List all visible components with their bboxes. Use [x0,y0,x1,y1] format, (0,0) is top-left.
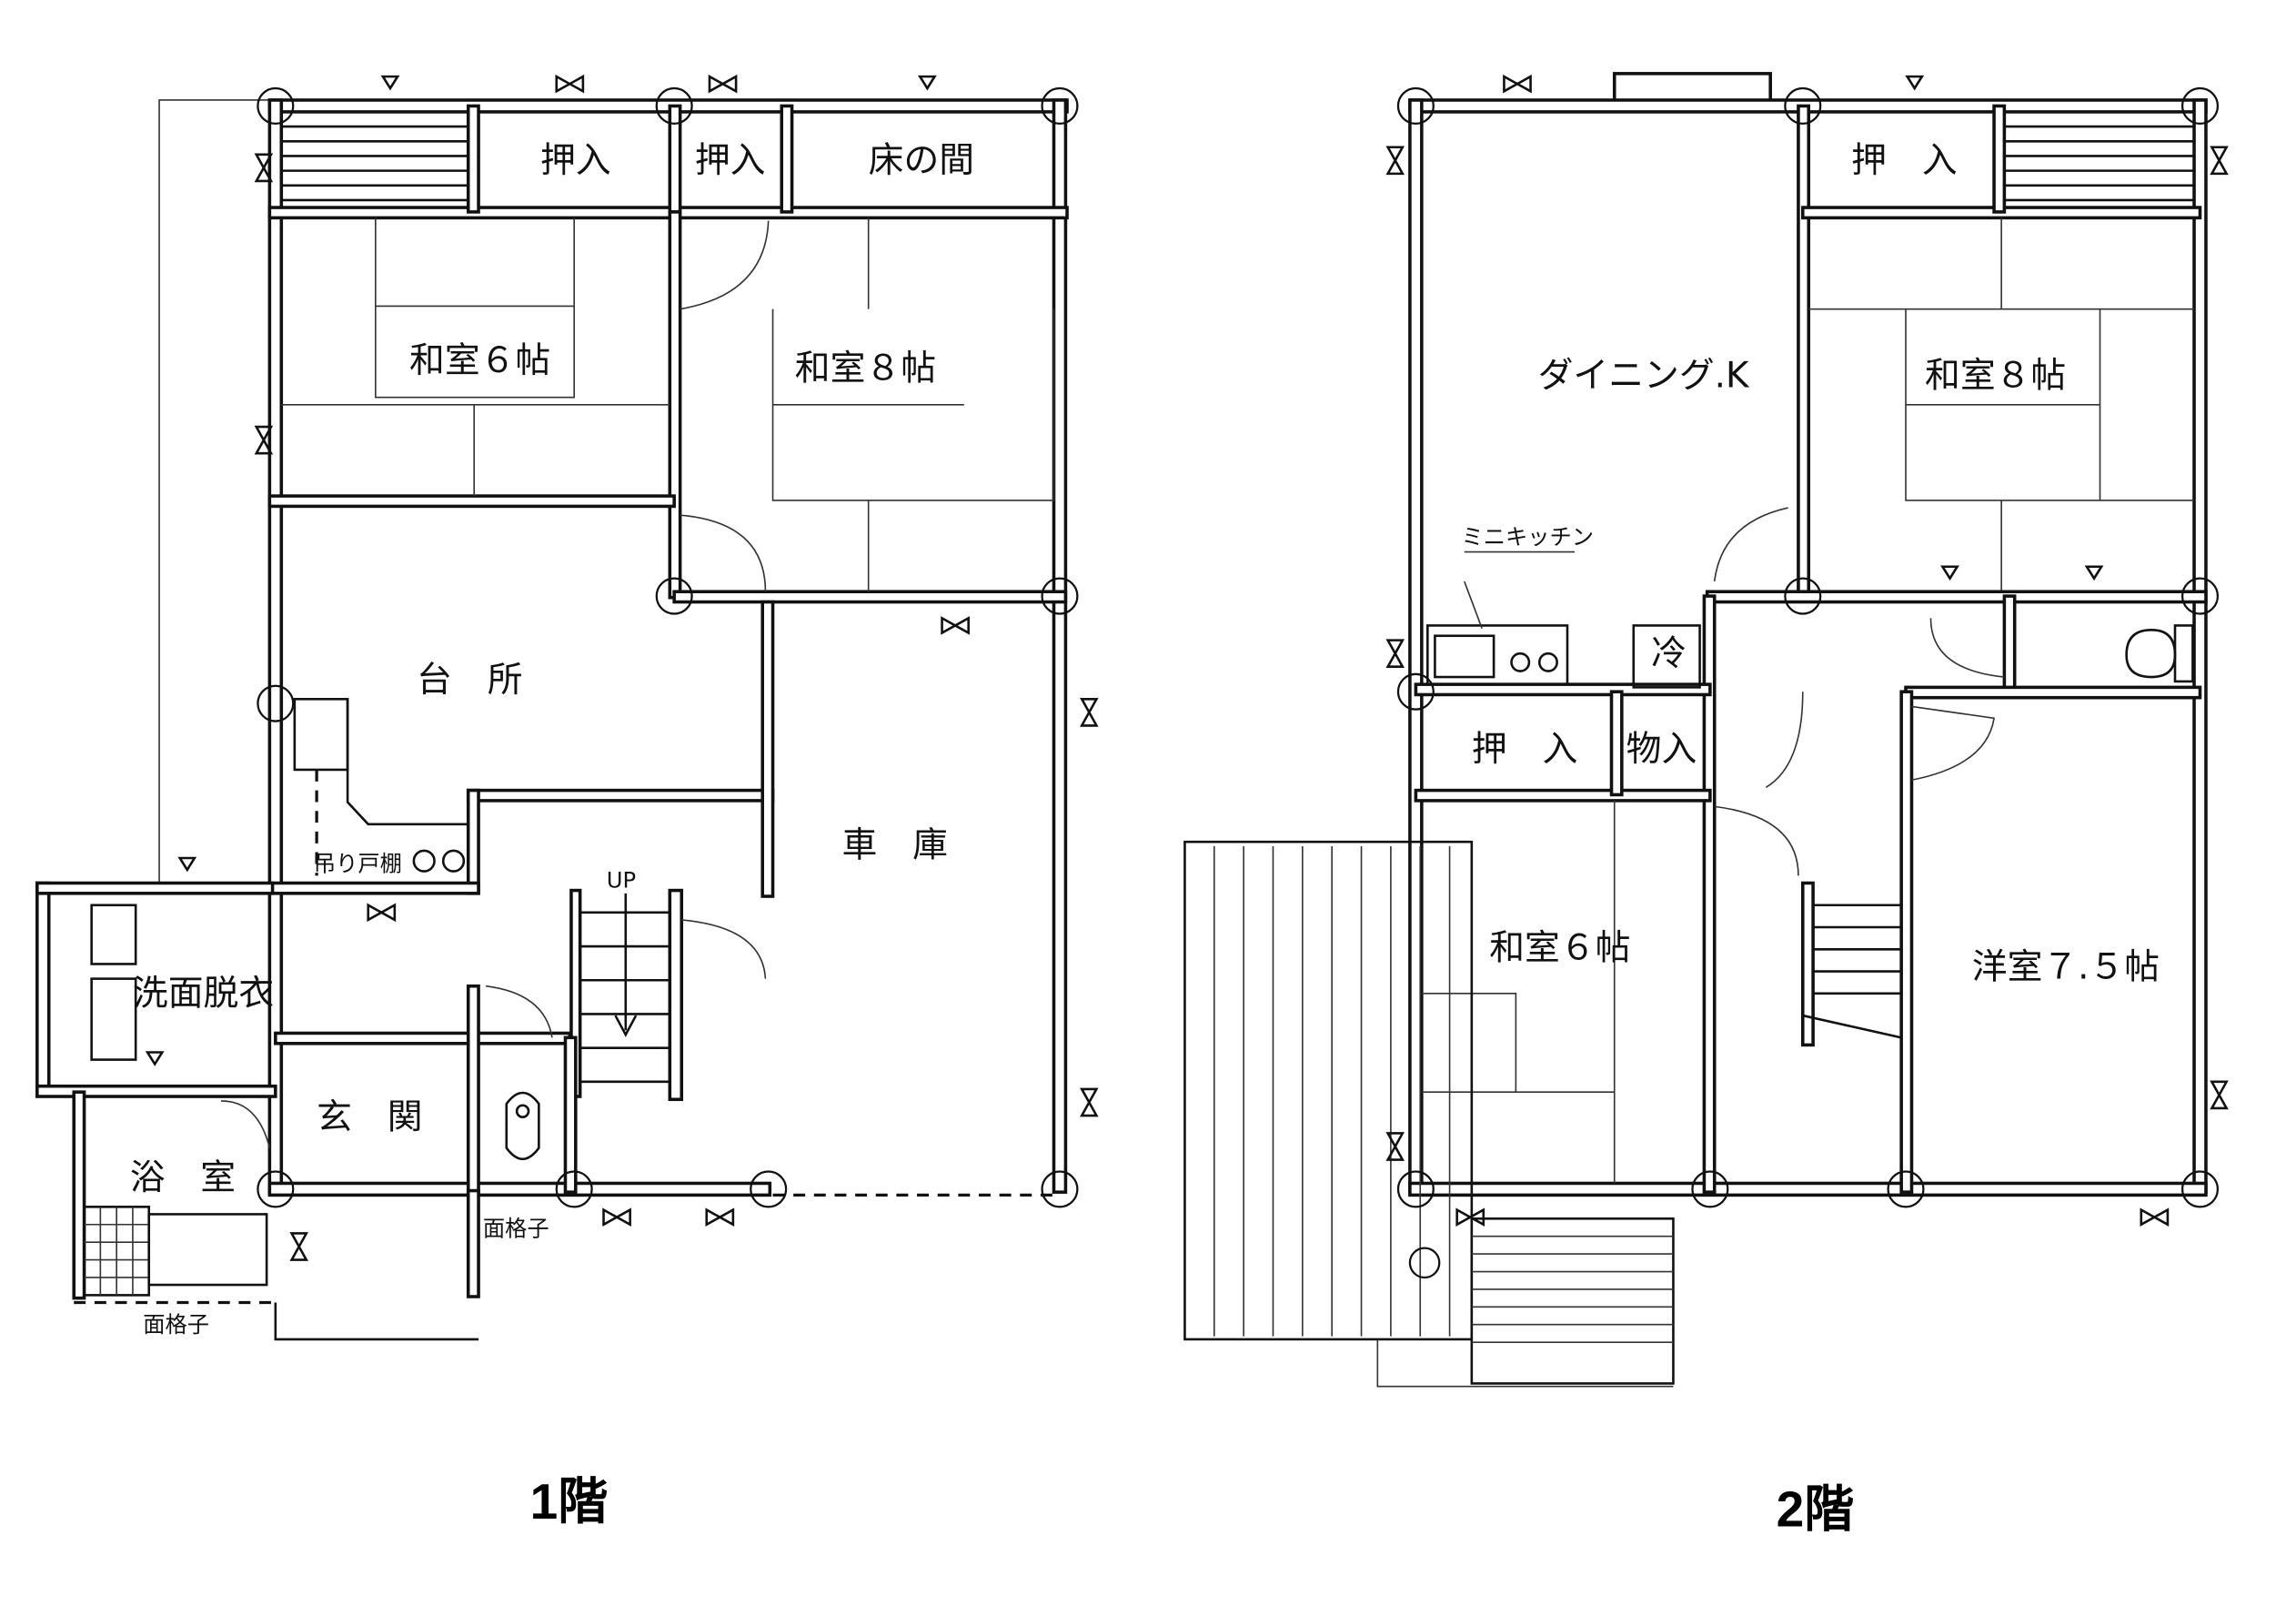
column-posts [257,86,1079,1208]
floor-1-title: 1階 [530,1473,609,1530]
room-label-oshiire: 押入 [695,140,766,181]
label-mini-kitchen: ミニキッチン [1462,523,1595,550]
column-posts [1396,86,2220,1279]
window-markers [145,74,1099,1261]
bathtub [83,1206,268,1297]
room-label-oshiire: 押 入 [1472,729,1577,770]
stair-hatch [280,110,470,209]
label-up: UP [607,866,636,893]
label-wall-cabinet: 吊り戸棚 [314,851,402,877]
stair-hatch [2003,110,2196,209]
wall [267,1181,772,1197]
room-label-washitsu-6: 和室６帖 [1489,928,1630,969]
label-lattice: 面格子 [143,1311,209,1338]
wall [267,98,284,1194]
room-label-washitsu-6: 和室６帖 [409,340,550,381]
wall [1052,98,1068,1194]
room-label-storage: 物入 [1626,729,1697,770]
room-label-oshiire: 押入 [540,140,611,181]
room-label-washitsu-8: 和室８帖 [795,348,936,389]
stairs [569,888,684,1102]
room-label-washitsu-8: 和室８帖 [1925,355,2066,396]
room-label-youshitsu: 洋室７.５帖 [1972,947,2160,988]
label-lattice: 面格子 [483,1216,549,1242]
stairs [1801,881,1902,1047]
room-label-kitchen: 台 所 [417,660,522,701]
room-label-entrance: 玄 関 [317,1097,422,1138]
room-label-washroom: 洗面脱衣 [133,974,274,1015]
room-label-dining-kitchen: ダイニング.K [1538,355,1750,396]
floor-2-title: 2階 [1777,1480,1855,1537]
balcony [1183,840,1675,1388]
room-label-bath: 浴 室 [130,1157,236,1198]
room-label-tokonoma: 床の間 [869,140,974,181]
window-markers [1385,74,2229,1227]
floor-1-plan: 押入 押入 床の間 和室６帖 和室８帖 台 所 車 庫 吊り戸棚 UP 洗面脱衣… [35,74,1099,1530]
room-label-garage: 車 庫 [842,824,948,865]
label-fridge: 冷 [1651,633,1687,674]
floor-2-plan: 押 入 ダイニング.K 和室８帖 ミニキッチン 冷 押 入 物入 和室６帖 洋室… [1183,72,2229,1537]
room-label-oshiire: 押 入 [1851,140,1957,181]
